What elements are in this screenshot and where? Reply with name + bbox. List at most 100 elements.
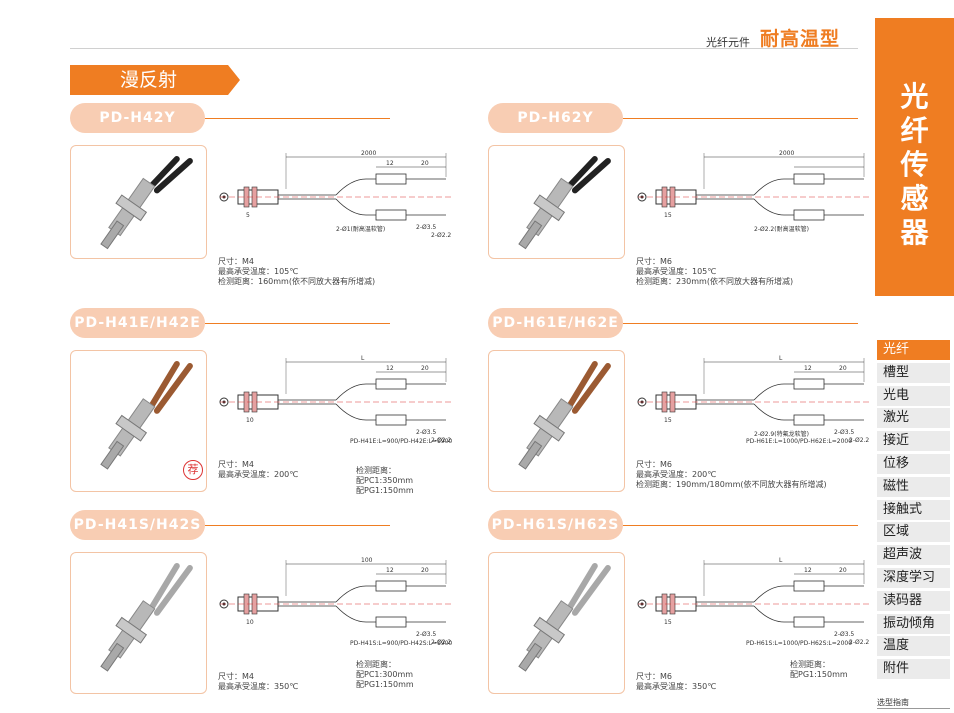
connector: [793, 580, 825, 592]
menu-item[interactable]: 槽型: [877, 362, 950, 383]
dim-body: 15: [664, 417, 672, 424]
dim-20: 20: [839, 365, 847, 372]
length-note: PD-H61S:L=1000/PD-H62S:L=2000: [746, 640, 853, 647]
product-model: PD-H62Y: [488, 103, 623, 133]
dim-length: 2000: [779, 150, 794, 157]
menu-item[interactable]: 接触式: [877, 499, 950, 520]
section-tab: 漫反射: [70, 65, 220, 95]
dim-20: 20: [421, 365, 429, 372]
product-spec: 尺寸：M4 最高承受温度：105℃ 检测距离：160mm(依不同放大器有所增减): [218, 257, 376, 286]
cable-note: 2-Ø2.2(耐高温软管): [754, 225, 809, 233]
menu-item[interactable]: 激光: [877, 408, 950, 429]
connector: [793, 414, 825, 426]
section-title: 漫反射: [120, 69, 178, 91]
menu-item[interactable]: 深度学习: [877, 567, 950, 588]
header-title: 耐高温型: [760, 28, 841, 50]
end-note: 2-Ø2.2: [849, 639, 869, 646]
dim-body: 10: [246, 619, 254, 626]
product-photo: [518, 563, 611, 672]
dim-length: L: [779, 355, 783, 362]
product-spec: 尺寸：M4 最高承受温度：200℃: [218, 460, 299, 479]
product-photo: [100, 156, 193, 250]
connector: [375, 414, 407, 426]
product-photo: [100, 361, 193, 470]
header-rule: [70, 48, 858, 49]
connector: [793, 378, 825, 390]
product-photo: [518, 361, 611, 470]
connector: [793, 616, 825, 628]
category-banner: 光纤传感器: [875, 18, 954, 296]
length-note: PD-H41S:L=900/PD-H42S:L=1900: [350, 640, 453, 647]
product-spec: 尺寸：M4 最高承受温度：350℃: [218, 672, 299, 691]
tip-note: 2-Ø3.5: [416, 429, 436, 436]
menu-item[interactable]: 位移: [877, 453, 950, 474]
recommend-badge: 荐: [183, 460, 203, 480]
dim-body: 15: [664, 212, 672, 219]
product-photo: [100, 563, 193, 672]
connector: [375, 378, 407, 390]
dim-body: 10: [246, 417, 254, 424]
menu-item[interactable]: 读码器: [877, 590, 950, 611]
category-char: 器: [900, 216, 929, 249]
connector: [793, 209, 825, 221]
dim-12: 12: [804, 365, 812, 372]
tip-note: 2-Ø3.5: [834, 631, 854, 638]
dim-body: 15: [664, 619, 672, 626]
menu-item[interactable]: 附件: [877, 659, 950, 680]
menu-item[interactable]: 磁性: [877, 476, 950, 497]
dimension-drawing: 2000 12 20 2-Ø1(耐高温软管) 2-Ø3.52-Ø2.2 5: [219, 150, 452, 239]
end-note: 2-Ø2.2: [431, 232, 451, 239]
product-photo: [518, 156, 611, 250]
end-note: 2-Ø2.2: [849, 437, 869, 444]
menu-item[interactable]: 区域: [877, 522, 950, 543]
detect-distance: 检测距离： 配PC1:350mm 配PG1:150mm: [356, 466, 414, 495]
category-char: 光: [900, 80, 929, 113]
length-note: PD-H61E:L=1000/PD-H62E:L=2000: [746, 438, 853, 445]
dim-body: 5: [246, 212, 250, 219]
cable-note: 2-Ø1(耐高温软管): [336, 225, 385, 233]
dim-12: 12: [386, 365, 394, 372]
menu-item[interactable]: 光电: [877, 385, 950, 406]
product-model: PD-H41E/H42E: [70, 308, 205, 338]
detect-distance: 检测距离： 配PG1:150mm: [790, 660, 848, 679]
dimension-drawing: L 12 20 2-Ø3.52-Ø2.2 10: [219, 355, 452, 444]
dim-length: L: [779, 557, 783, 564]
dim-12: 12: [386, 160, 394, 167]
category-char: 传: [900, 148, 929, 181]
tip-note: 2-Ø3.5: [416, 631, 436, 638]
product-spec: 尺寸：M6 最高承受温度：350℃: [636, 672, 717, 691]
product-model: PD-H61E/H62E: [488, 308, 623, 338]
menu-item[interactable]: 超声波: [877, 545, 950, 566]
connector: [375, 209, 407, 221]
menu-item[interactable]: 温度: [877, 636, 950, 657]
connector: [375, 580, 407, 592]
end-note: 2-Ø2.2: [431, 639, 451, 646]
menu-item[interactable]: 振动倾角: [877, 613, 950, 634]
tip-note: 2-Ø3.5: [416, 224, 436, 231]
category-char: 纤: [900, 114, 929, 147]
end-note: 2-Ø2.2: [431, 437, 451, 444]
product-model: PD-H61S/H62S: [488, 510, 623, 540]
product-model: PD-H41S/H42S: [70, 510, 205, 540]
model-rule: [623, 525, 858, 526]
cable-note: 2-Ø2.9(特氟龙软管): [754, 430, 809, 438]
model-rule: [205, 323, 390, 324]
product-model: PD-H42Y: [70, 103, 205, 133]
footer-rule: [877, 708, 950, 709]
menu-item[interactable]: 光纤: [877, 340, 950, 360]
dimension-drawing: 2000 2-Ø2.2(耐高温软管) 15: [637, 150, 870, 233]
dim-20: 20: [421, 567, 429, 574]
dim-length: 2000: [361, 150, 376, 157]
dim-12: 12: [804, 567, 812, 574]
dim-20: 20: [421, 160, 429, 167]
dim-length: L: [361, 355, 365, 362]
product-spec: 尺寸：M6 最高承受温度：200℃ 检测距离：190mm/180mm(依不同放大…: [636, 460, 827, 489]
model-rule: [623, 323, 858, 324]
menu-item[interactable]: 接近: [877, 431, 950, 452]
product-spec: 尺寸：M6 最高承受温度：105℃ 检测距离：230mm(依不同放大器有所增减): [636, 257, 794, 286]
footer-label: 选型指南: [877, 698, 909, 707]
connector: [375, 173, 407, 185]
category-menu: 光纤槽型光电激光接近位移磁性接触式区域超声波深度学习读码器振动倾角温度附件: [877, 340, 950, 682]
dim-length: 100: [361, 557, 373, 564]
